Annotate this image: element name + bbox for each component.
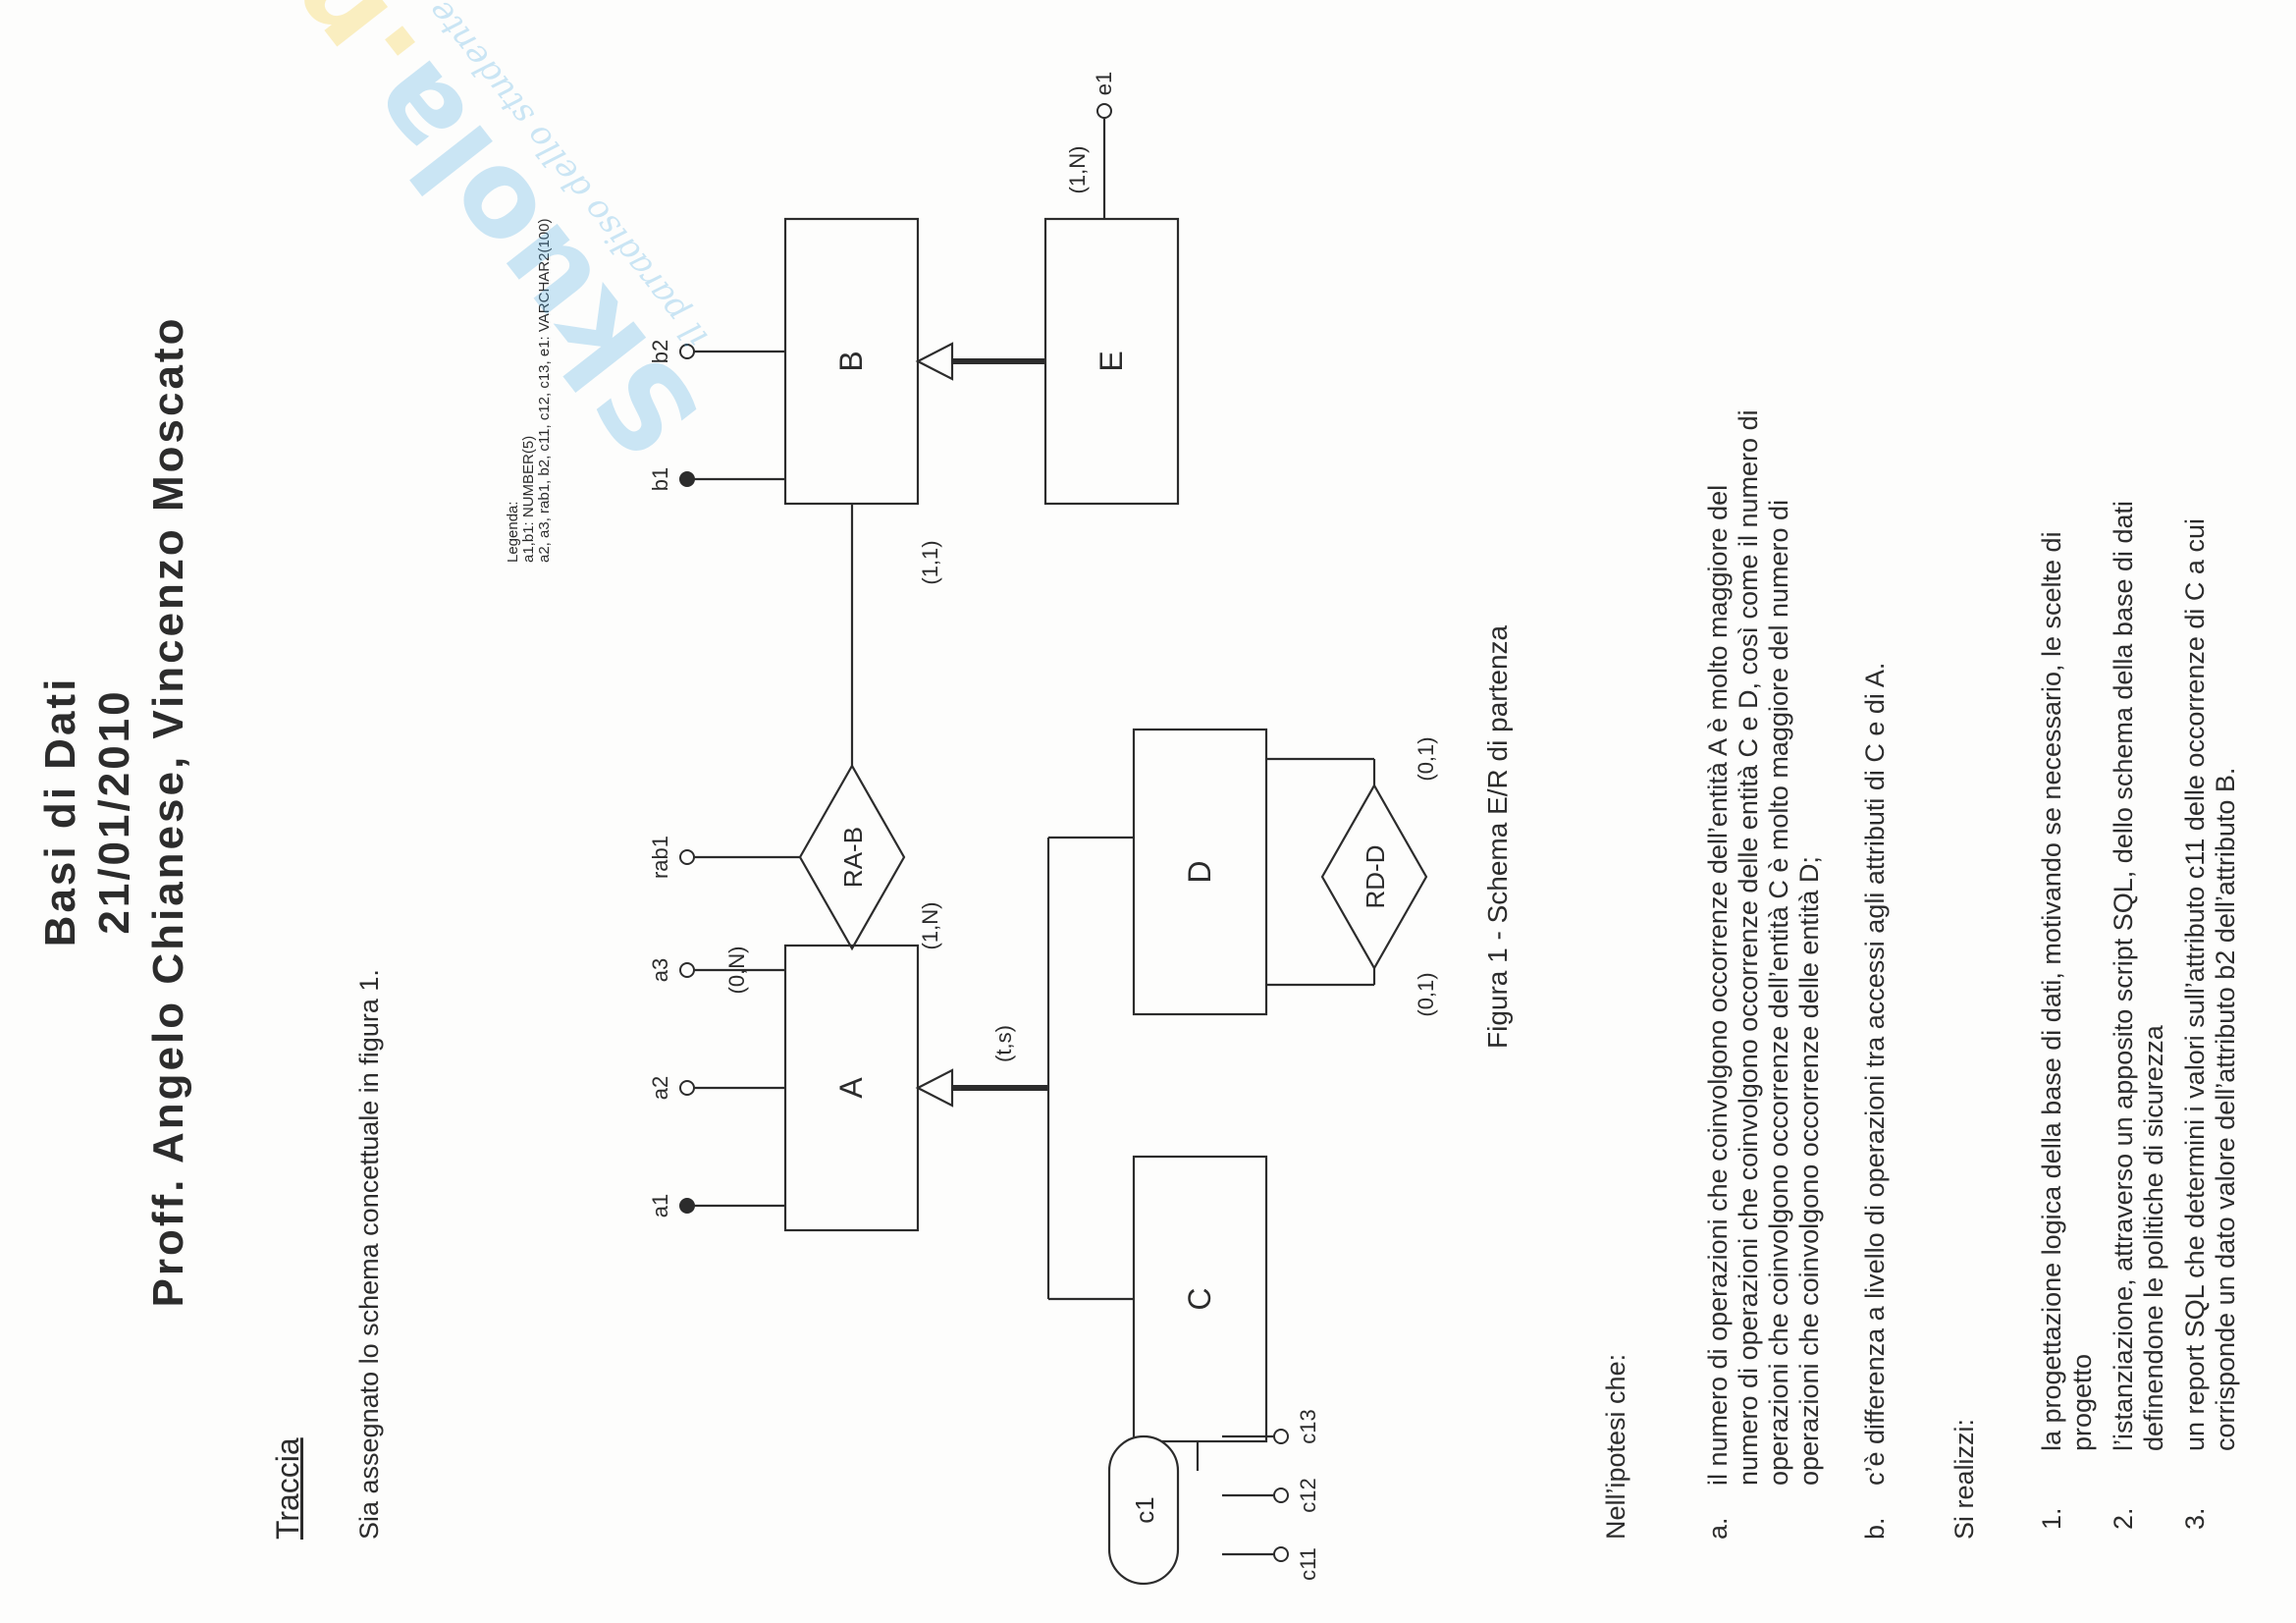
entity-d-label: D — [1182, 860, 1217, 883]
attr-c13-label: c13 — [1296, 1409, 1320, 1443]
ipotesi-item-a-line: operazioni che coinvolgono occorrenze de… — [1794, 856, 1824, 1486]
entity-b-label: B — [833, 351, 869, 371]
realizzi-item-1: la progettazione logica della base di da… — [2037, 77, 2098, 1451]
attr-a2-label: a2 — [648, 1076, 672, 1100]
attr-e1-label: e1 — [1092, 72, 1116, 95]
attr-b2-label: b2 — [648, 340, 672, 363]
ipotesi-item-a-line: il numero di operazioni che coinvolgono … — [1703, 484, 1733, 1486]
realizzi-item-2-marker: 2. — [2109, 1507, 2138, 1530]
ipotesi-item-a-line: numero di operazioni che coinvolgono occ… — [1734, 409, 1763, 1486]
realizzi-item-1-line: la progettazione logica della base di da… — [2037, 531, 2066, 1451]
card-b-rab: (1,1) — [918, 540, 942, 584]
ipotesi-item-a-marker: a. — [1703, 1517, 1733, 1540]
realizzi-item-2: l’istanziazione, attraverso un apposito … — [2109, 77, 2169, 1451]
ipotesi-item-a: il numero di operazioni che coinvolgono … — [1703, 111, 1825, 1486]
composite-c1-label: c1 — [1130, 1496, 1159, 1523]
figure-caption: Figura 1 - Schema E/R di partenza — [1482, 624, 1513, 1049]
realizzi-item-3-line: un report SQL che determini i valori sul… — [2180, 518, 2210, 1451]
realizzi-heading: Si realizzi: — [1949, 1418, 1979, 1540]
attr-rab1-label: rab1 — [648, 836, 672, 879]
attr-c12-label: c12 — [1296, 1478, 1320, 1512]
realizzi-item-3-marker: 3. — [2180, 1507, 2210, 1530]
entity-a-label: A — [833, 1077, 869, 1099]
ipotesi-item-b-line: c’è differenza a livello di operazioni t… — [1860, 662, 1890, 1486]
card-rdd-2: (0,1) — [1414, 736, 1438, 781]
ipotesi-item-b: c’è differenza a livello di operazioni t… — [1860, 111, 1891, 1486]
composite-c1-shape — [1107, 1434, 1180, 1586]
card-rdd-1: (0,1) — [1414, 972, 1438, 1016]
realizzi-item-3: un report SQL che determini i valori sul… — [2180, 77, 2241, 1451]
attr-a3-card: (0,N) — [724, 947, 749, 995]
realizzi-item-3-line: corrisponde un dato valore dell’attribut… — [2211, 767, 2240, 1451]
realizzi-item-1-line: progetto — [2067, 1353, 2097, 1451]
card-a-rab: (1,N) — [918, 902, 942, 950]
realizzi-item-1-marker: 1. — [2037, 1507, 2066, 1530]
realizzi-item-2-line: definendone le politiche di sicurezza — [2139, 1025, 2168, 1451]
generalization-label: (t,s) — [991, 1025, 1016, 1062]
entity-e-label: E — [1094, 351, 1129, 371]
isa-arrow-a — [915, 1068, 954, 1108]
attr-a1-identifier-dot — [679, 1198, 695, 1214]
relationship-rdd-shape — [1320, 783, 1428, 971]
attr-a1-label: a1 — [648, 1194, 672, 1217]
ipotesi-item-a-line: operazioni che coinvolgono occorrenze de… — [1764, 499, 1793, 1486]
isa-arrow-b — [915, 342, 954, 381]
relationship-rdd-label: RD-D — [1361, 845, 1390, 909]
attr-b1-label: b1 — [648, 467, 672, 491]
entity-c-label: C — [1182, 1287, 1217, 1310]
attr-a3-label: a3 — [648, 958, 672, 982]
attr-c11-label: c11 — [1296, 1547, 1320, 1581]
realizzi-item-2-line: l’istanziazione, attraverso un apposito … — [2109, 500, 2138, 1451]
entity-d — [1132, 728, 1268, 1016]
er-diagram: A B C D E RA-B RD-D c1 a1 a2 a3 (0,N) ra… — [648, 72, 1438, 1586]
relationship-rab-label: RA-B — [838, 827, 868, 888]
relationship-rab-shape — [798, 763, 906, 951]
ipotesi-item-b-marker: b. — [1860, 1517, 1890, 1540]
attr-b1-identifier-dot — [679, 471, 695, 487]
ipotesi-heading: Nell’ipotesi che: — [1601, 1353, 1630, 1540]
attr-e1-card: (1,N) — [1065, 146, 1090, 194]
